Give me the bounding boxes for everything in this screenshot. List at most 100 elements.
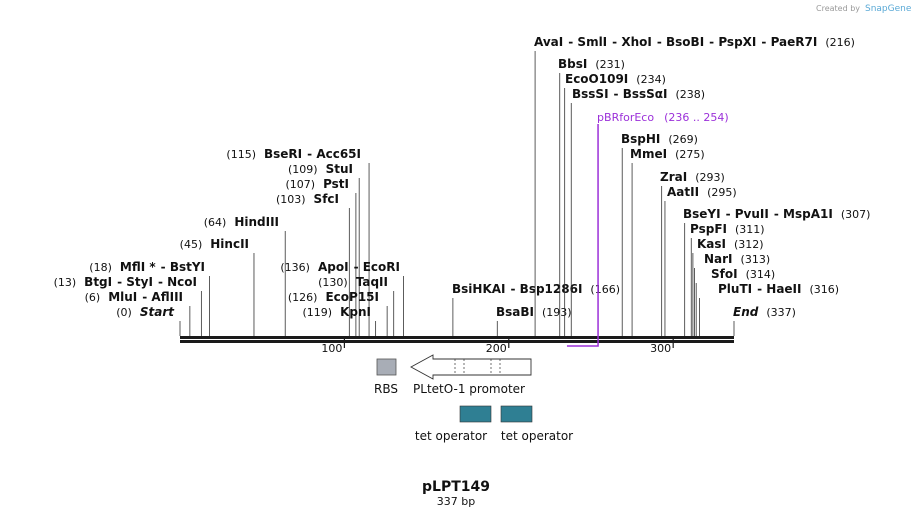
backbone-strand-bottom	[180, 340, 734, 343]
site-nari[interactable]: NarI(313)	[694, 252, 771, 336]
site-stui[interactable]: (109)StuI	[288, 162, 360, 336]
site-label: (109)StuI	[288, 162, 353, 176]
feature-promoter[interactable]: PLtetO-1 promoter	[410, 354, 532, 396]
feature-rbs[interactable]: RBS	[374, 358, 398, 396]
site-pluti[interactable]: PluTI- HaeII(316)	[699, 282, 839, 336]
enzyme-name: MmeI	[630, 147, 667, 161]
site-position: (64)	[204, 216, 227, 229]
tet-operator-label: tet operator	[415, 429, 487, 443]
ruler-tick-label: 200	[486, 342, 507, 355]
primer-range: (236 .. 254)	[664, 111, 729, 124]
site-label: BssSI- BssSαI(238)	[572, 87, 705, 101]
site-position: (295)	[707, 186, 737, 199]
enzyme-name: NcoI	[167, 275, 197, 289]
site-zrai[interactable]: ZraI(293)	[660, 170, 725, 336]
site-separator: -	[726, 207, 735, 221]
site-label: PluTI- HaeII(316)	[718, 282, 839, 296]
site-kasi[interactable]: KasI(312)	[692, 237, 764, 336]
sequence-backbone	[180, 336, 734, 343]
feature-tet-operator-1[interactable]: tet operator	[415, 405, 492, 443]
enzyme-name: Bsp1286I	[520, 282, 583, 296]
site-avai[interactable]: AvaI- SmlI- XhoI- BsoBI- PspXI- PaeR7I(2…	[534, 35, 855, 336]
site-label: (119)KpnI	[303, 305, 372, 319]
site-label: (126)EcoP15I	[288, 290, 379, 304]
site-mlui[interactable]: (6)MluI- AflIII	[85, 290, 191, 336]
site-position: (13)	[54, 276, 77, 289]
site-ecop15i[interactable]: (126)EcoP15I	[288, 290, 388, 336]
enzyme-name: BseYI	[683, 207, 721, 221]
site-position: (107)	[285, 178, 315, 191]
site-ecoo109i[interactable]: EcoO109I (234)	[564, 72, 666, 336]
site-label: SfoI(314)	[711, 267, 775, 281]
enzyme-name: End	[733, 305, 759, 319]
site-aatii[interactable]: AatII(295)	[664, 185, 737, 336]
site-bsssi[interactable]: BssSI- BssSαI(238)	[570, 87, 705, 336]
enzyme-name: ApoI	[318, 260, 349, 274]
enzyme-name: EcoRI	[363, 260, 400, 274]
site-hincii[interactable]: (45)HincII	[180, 237, 255, 336]
site-btgi[interactable]: (13)BtgI- StyI- NcoI	[54, 275, 202, 336]
site-bseyi[interactable]: BseYI- PvuII- MspA1I(307)	[683, 207, 870, 336]
plasmid-length: 337 bp	[437, 495, 475, 508]
site-separator: -	[657, 35, 666, 49]
restriction-sites: (0)Start(6)MluI- AflIII(13)BtgI- StyI- N…	[54, 35, 870, 336]
site-bsabi[interactable]: BsaBI (193)	[496, 305, 572, 336]
site-sfoi[interactable]: SfoI(314)	[695, 267, 775, 336]
site-mfli[interactable]: (18)MflI *- BstYI	[89, 260, 210, 336]
site-label: (107)PstI	[285, 177, 349, 191]
site-position: (193)	[542, 306, 572, 319]
site-position: (103)	[276, 193, 306, 206]
enzyme-name: EcoO109I	[565, 72, 628, 86]
site-position: (109)	[288, 163, 318, 176]
site-start[interactable]: (0)Start	[116, 305, 181, 336]
site-bsphi[interactable]: BspHI(269)	[621, 132, 698, 336]
credit-brand: SnapGene	[865, 4, 912, 14]
enzyme-name: BspHI	[621, 132, 660, 146]
enzyme-name: BsaBI	[496, 305, 534, 319]
site-position: (313)	[741, 253, 771, 266]
site-mmei[interactable]: MmeI(275)	[630, 147, 705, 336]
site-apoi[interactable]: (136)ApoI- EcoRI	[280, 260, 404, 336]
enzyme-name: PspFI	[690, 222, 727, 236]
site-position: (314)	[746, 268, 776, 281]
site-position: (293)	[695, 171, 725, 184]
site-label: BbsI(231)	[558, 57, 625, 71]
enzyme-name: AvaI	[534, 35, 563, 49]
enzyme-name: KasI	[697, 237, 726, 251]
site-separator: -	[709, 35, 718, 49]
site-bseri[interactable]: (115)BseRI- Acc65I	[226, 147, 370, 336]
site-bbsi[interactable]: BbsI(231)	[558, 57, 625, 336]
site-position: (119)	[303, 306, 333, 319]
site-psti[interactable]: (107)PstI	[285, 177, 357, 336]
enzyme-name: Start	[140, 305, 175, 319]
ruler-tick-label: 300	[650, 342, 671, 355]
ruler-tick-label: 100	[321, 342, 342, 355]
site-separator: -	[757, 282, 766, 296]
site-position: (136)	[280, 261, 310, 274]
site-hindiii[interactable]: (64)HindIII	[204, 215, 286, 336]
site-label: BspHI(269)	[621, 132, 698, 146]
site-label: BseYI- PvuII- MspA1I(307)	[683, 207, 870, 221]
site-bsihkai[interactable]: BsiHKAI- Bsp1286I(166)	[452, 282, 620, 336]
enzyme-name: BtgI	[84, 275, 112, 289]
site-pspfi[interactable]: PspFI(311)	[690, 222, 765, 336]
tet-operator-box	[459, 405, 492, 423]
site-kpni[interactable]: (119)KpnI	[303, 305, 377, 336]
site-position: (316)	[810, 283, 840, 296]
site-label: NarI(313)	[704, 252, 770, 266]
feature-tet-operator-2[interactable]: tet operator	[500, 405, 573, 443]
primer-name: pBRforEco	[597, 111, 654, 124]
enzyme-name: Acc65I	[316, 147, 361, 161]
site-position: (234)	[636, 73, 666, 86]
primer-pbrforeco[interactable]: pBRforEco (236 .. 254)	[566, 111, 729, 347]
enzyme-name: MspA1I	[783, 207, 833, 221]
site-label: AvaI- SmlI- XhoI- BsoBI- PspXI- PaeR7I(2…	[534, 35, 855, 49]
site-label: (103)SfcI	[276, 192, 339, 206]
site-position: (45)	[180, 238, 203, 251]
site-taqii[interactable]: (130)TaqII	[318, 275, 395, 336]
site-label: EcoO109I (234)	[565, 72, 666, 86]
site-end[interactable]: End(337)	[733, 305, 796, 336]
site-sfci[interactable]: (103)SfcI	[276, 192, 350, 336]
enzyme-name: BseRI	[264, 147, 302, 161]
